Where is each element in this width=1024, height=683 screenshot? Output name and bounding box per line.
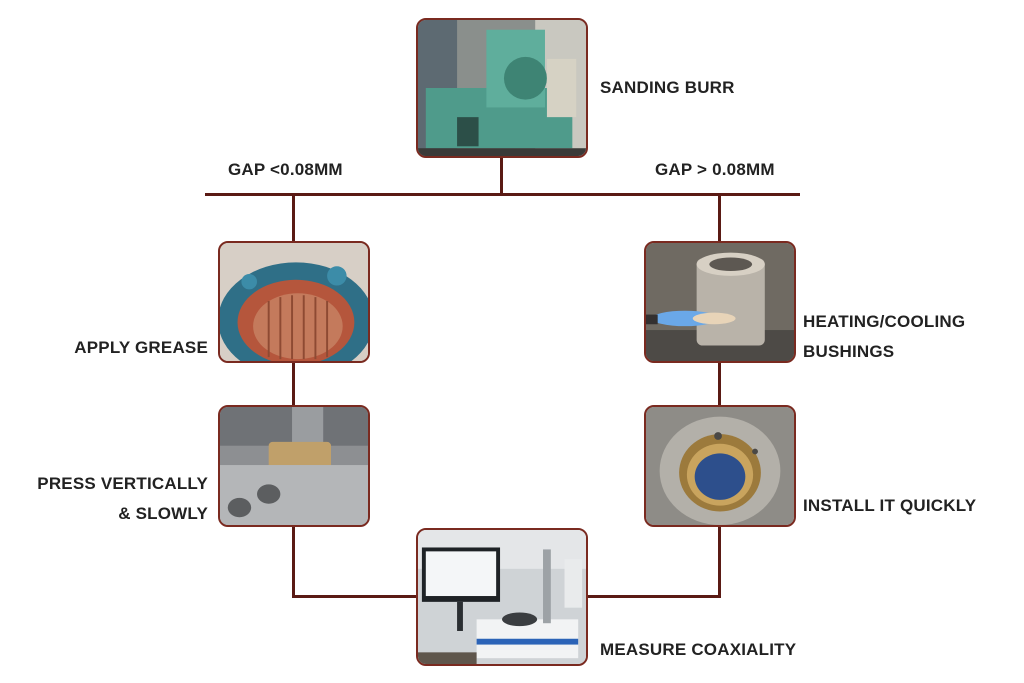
- connector-left-upper: [292, 193, 295, 243]
- greased-bushing-photo: [218, 241, 370, 363]
- step-label-heating-line-2: BUSHINGS: [803, 342, 895, 361]
- grinding-machine-photo: [416, 18, 588, 158]
- connector-left-lower: [292, 525, 295, 597]
- branch-label-right: GAP > 0.08MM: [655, 160, 775, 179]
- step-label-measure: MEASURE COAXIALITY: [600, 640, 797, 659]
- step-label-install: INSTALL IT QUICKLY: [803, 496, 977, 515]
- connector-right-upper: [718, 193, 721, 243]
- step-label-press-line-2: & SLOWLY: [118, 504, 208, 523]
- connector-bottom-right: [588, 595, 721, 598]
- step-label-sanding: SANDING BURR: [600, 78, 735, 97]
- measuring-instrument-photo: [416, 528, 588, 666]
- connector-left-middle: [292, 361, 295, 407]
- step-label-press-line-1: PRESS VERTICALLY: [37, 474, 208, 493]
- step-label-heating: HEATING/COOLING BUSHINGS: [803, 307, 965, 367]
- step-label-press: PRESS VERTICALLY & SLOWLY: [18, 469, 208, 529]
- step-label-heating-line-1: HEATING/COOLING: [803, 312, 966, 331]
- step-label-grease: APPLY GREASE: [74, 338, 208, 357]
- press-fit-photo: [218, 405, 370, 527]
- connector-bottom-left: [292, 595, 418, 598]
- connector-right-middle: [718, 361, 721, 407]
- installed-bushing-photo: [644, 405, 796, 527]
- connector-right-lower: [718, 525, 721, 597]
- connector-top-vertical: [500, 155, 503, 195]
- connector-branch-horizontal: [205, 193, 800, 196]
- branch-label-left: GAP <0.08MM: [228, 160, 343, 179]
- torch-heating-photo: [644, 241, 796, 363]
